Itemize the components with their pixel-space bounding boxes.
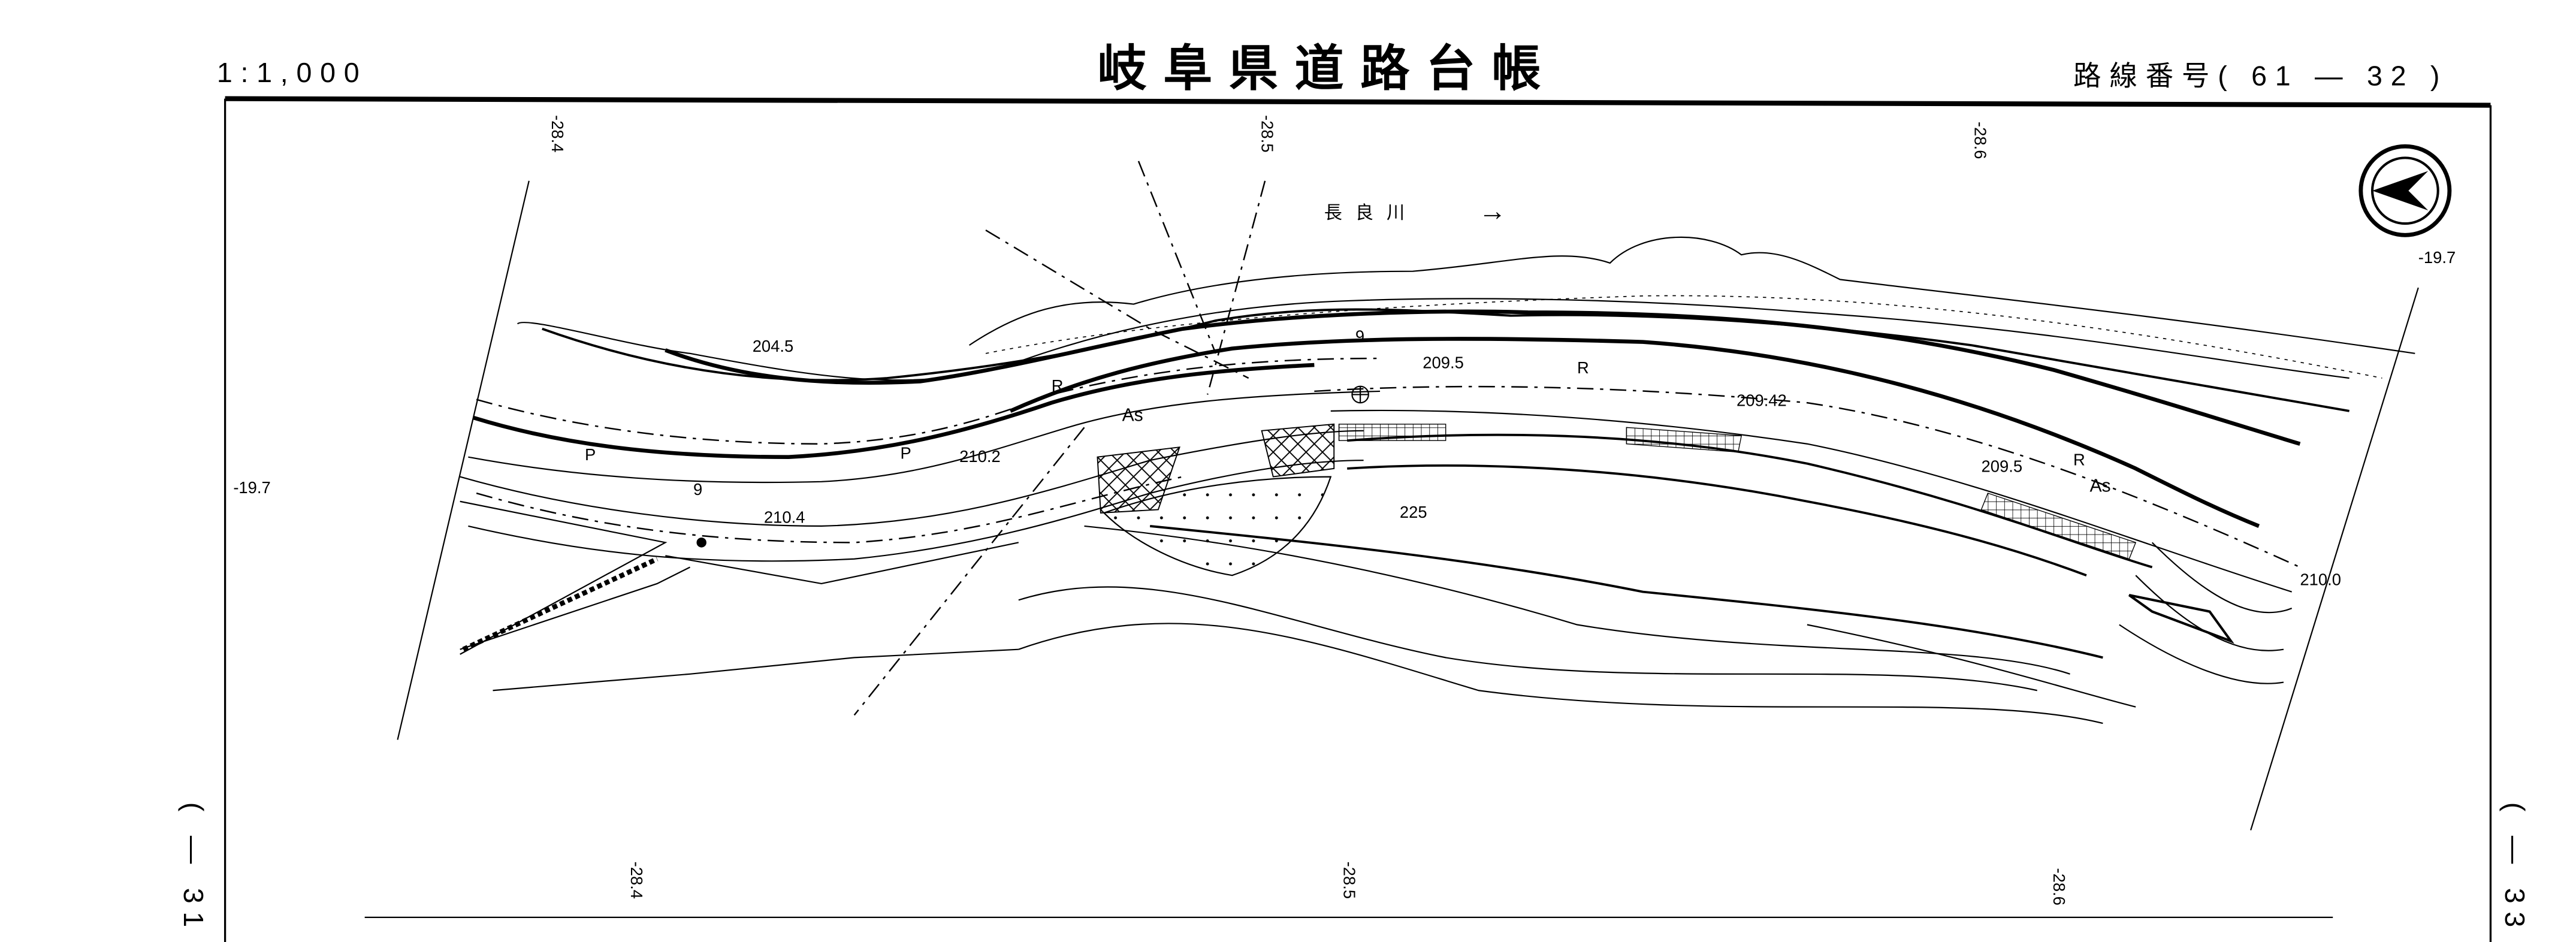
symbol-pavement: P <box>900 443 911 462</box>
grid-label-bottom-2: -28.5 <box>1340 862 1359 899</box>
elevation-label: 209.5 <box>1423 354 1464 372</box>
bridge <box>2128 594 2234 644</box>
elevation-label: 209.42 <box>1737 391 1787 410</box>
symbol-asphalt: As <box>2089 476 2110 496</box>
elevation-label: 210.0 <box>2300 570 2341 589</box>
elevation-label: 209.5 <box>1982 457 2023 475</box>
river-name: 長良川 <box>1324 203 1418 223</box>
scale-label: 1:1,000 <box>217 57 367 88</box>
grid-label-top-1: -28.4 <box>548 115 567 152</box>
elevation-label: 210.4 <box>764 508 805 526</box>
manhole-icon <box>696 538 706 548</box>
map-frame <box>224 96 2492 942</box>
north-arrow-icon <box>2358 144 2452 237</box>
dotted-slope-area <box>1103 476 1332 576</box>
grid-hatch-area <box>1626 427 1743 453</box>
grid-hatch-area <box>1980 493 2137 560</box>
grid-label-top-2: -28.5 <box>1258 115 1277 152</box>
symbol-pavement: P <box>585 445 596 464</box>
symbol-revetment: R <box>1052 376 1064 395</box>
side-road <box>460 161 1266 716</box>
river-flow-arrow: → <box>1479 195 1515 227</box>
symbol-width: 9 <box>1355 327 1364 346</box>
route-number: 路線番号( 61 — 32 ) <box>2073 61 2448 92</box>
map-title: 岐阜県道路台帳 <box>1097 41 1557 98</box>
elevation-label: 210.2 <box>959 447 1001 466</box>
grid-label-bottom-3: -28.6 <box>2050 868 2068 905</box>
elevation-label: 204.5 <box>753 337 794 355</box>
symbol-revetment: R <box>1577 358 1589 377</box>
grid-label-bottom-1: -28.4 <box>627 862 646 899</box>
road-alignment <box>460 298 2349 593</box>
symbol-asphalt: As <box>1122 405 1143 425</box>
sheet-ref-left: ( — 31 ) <box>178 802 209 942</box>
sheet-ref-right: ( — 33 ) <box>2499 802 2530 942</box>
elevation-label: 225 <box>1400 503 1427 521</box>
grid-hatch-area <box>1338 424 1446 441</box>
symbol-revetment: R <box>2073 450 2085 469</box>
symbol-width: 9 <box>693 480 702 499</box>
grid-label-left: -19.7 <box>233 478 270 497</box>
terrain-contours <box>969 236 2415 724</box>
crosshatch-area <box>1261 423 1335 478</box>
grid-label-top-3: -28.6 <box>1971 122 1990 159</box>
grid-label-right: -19.7 <box>2418 248 2456 267</box>
